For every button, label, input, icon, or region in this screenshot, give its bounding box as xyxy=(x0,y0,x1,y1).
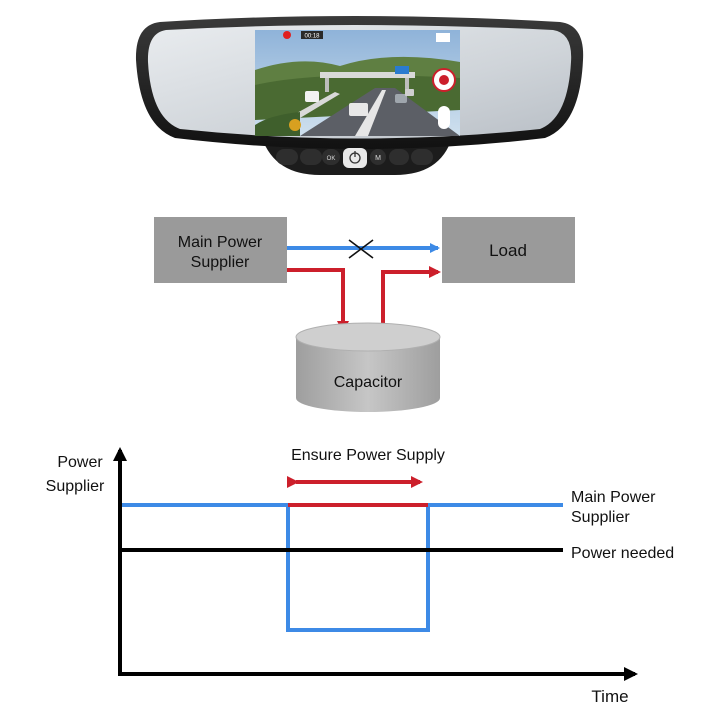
main-power-supplier-label-line1: Main Power xyxy=(178,234,263,251)
ensure-power-supply-label: Ensure Power Supply xyxy=(291,447,445,464)
legend-main-power-line1: Main Power xyxy=(571,489,656,506)
supply-timing-chart: Power Supplier Time Ensure Power Supply … xyxy=(46,447,674,706)
capacitor-label: Capacitor xyxy=(334,374,403,391)
call-answer-button[interactable] xyxy=(276,149,298,165)
volume-down-button[interactable] xyxy=(389,149,409,165)
clapper-icon xyxy=(436,33,450,42)
main-power-supplier-label-line2: Supplier xyxy=(191,254,250,271)
screen-logo-icon xyxy=(289,119,301,131)
legend-power-needed: Power needed xyxy=(571,545,674,562)
power-path-diagram: Main Power Supplier Load Capacitor xyxy=(154,217,575,412)
break-cross-icon xyxy=(348,239,374,259)
charge-capacitor-arrow xyxy=(287,268,349,333)
record-time: 00:18 xyxy=(304,34,320,40)
mirror-buttons: OK M xyxy=(276,148,433,168)
mic-icon[interactable] xyxy=(438,106,450,129)
mode-button[interactable] xyxy=(370,149,386,165)
main-power-supplier-box xyxy=(154,217,287,283)
call-end-button[interactable] xyxy=(300,149,322,165)
main-power-supplier-line xyxy=(122,503,563,632)
power-button[interactable] xyxy=(343,148,367,168)
dashcam-screen: 00:18 xyxy=(255,30,460,136)
y-axis-title-line2: Supplier xyxy=(46,478,105,495)
load-label: Load xyxy=(489,241,527,260)
svg-text:M: M xyxy=(375,155,381,162)
rearview-mirror-dashcam: 00:18 OK M xyxy=(135,16,584,175)
capacitor-cylinder xyxy=(295,322,441,412)
x-axis-title: Time xyxy=(591,687,628,706)
ok-button[interactable] xyxy=(322,149,340,165)
load-box xyxy=(442,217,575,283)
record-indicator-icon xyxy=(283,31,291,39)
capacitor-to-load-arrow xyxy=(381,266,441,335)
volume-up-button[interactable] xyxy=(411,149,433,165)
legend-main-power-line2: Supplier xyxy=(571,509,630,526)
svg-text:OK: OK xyxy=(327,156,336,162)
y-axis-title-line1: Power xyxy=(57,454,103,471)
